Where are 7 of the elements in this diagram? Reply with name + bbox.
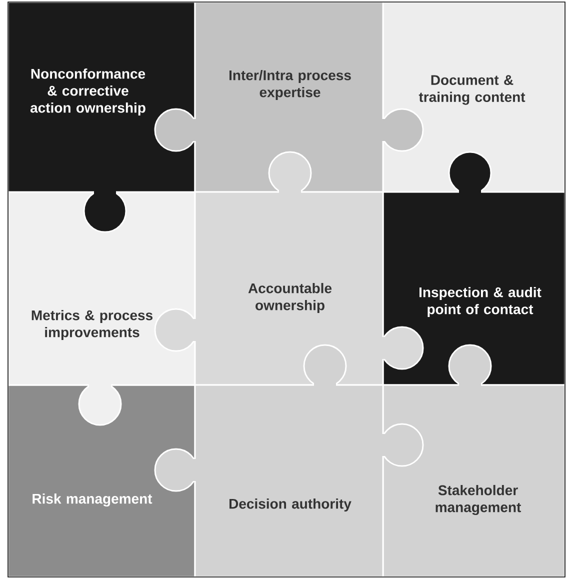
- puzzle-piece: Inspection & audit point of contact: [382, 151, 566, 386]
- puzzle-piece: Decision authority: [154, 344, 424, 578]
- puzzle-piece: Stakeholder management: [382, 344, 566, 578]
- puzzle-piece: Document & training content: [382, 1, 566, 193]
- puzzle-piece: Risk management: [7, 384, 196, 578]
- puzzle-piece: Metrics & process improvements: [7, 191, 196, 426]
- puzzle-piece: Nonconformance & corrective action ownership: [7, 1, 196, 233]
